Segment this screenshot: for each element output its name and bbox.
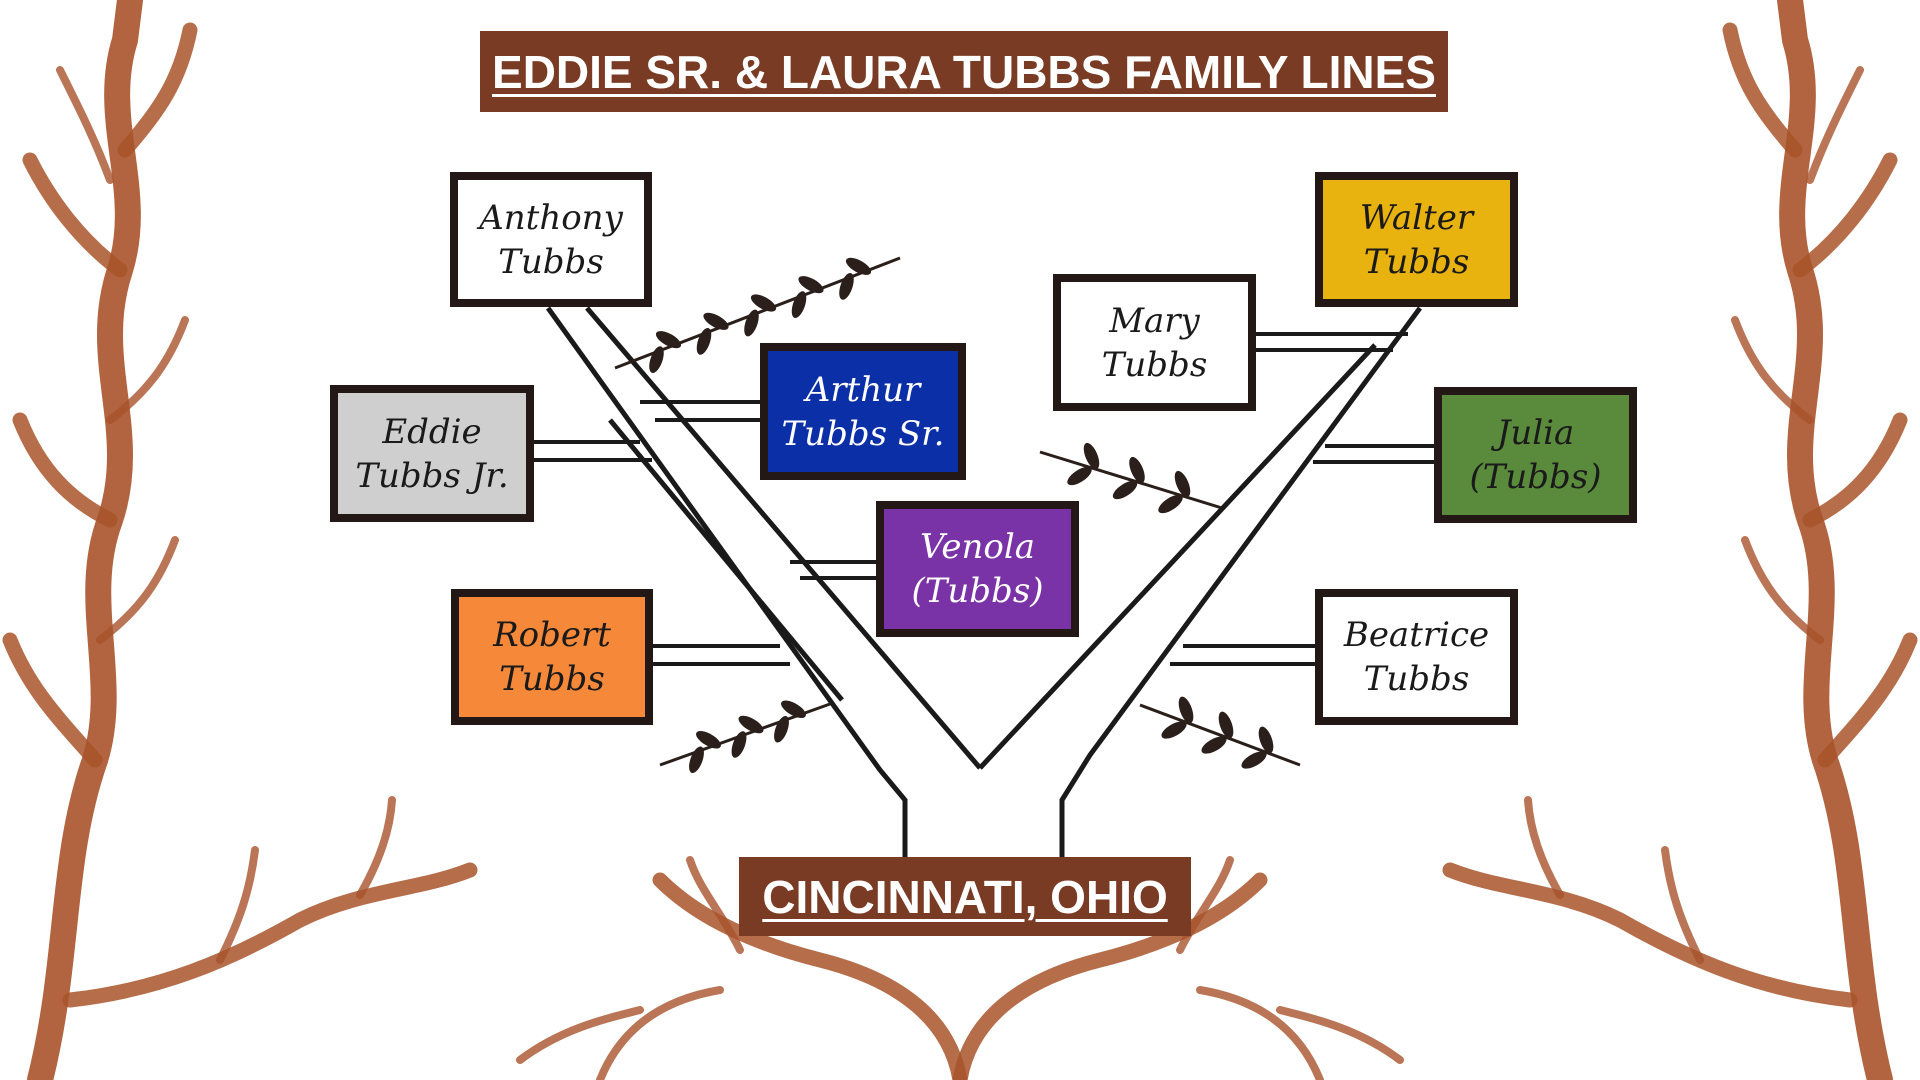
person-name: Walter Tubbs <box>1359 197 1474 282</box>
leaf-icon <box>655 331 682 349</box>
leaf-icon <box>1258 726 1274 754</box>
tree-trunk-lines <box>545 306 1423 857</box>
person-box-eddie-jr: Eddie Tubbs Jr. <box>330 385 534 522</box>
person-box-julia: Julia (Tubbs) <box>1434 387 1637 523</box>
leaf-icon <box>1083 442 1100 470</box>
leaf-icon <box>696 730 721 749</box>
root-branch-decoration <box>516 856 1404 1080</box>
leaf-icon <box>1129 456 1145 484</box>
leaf-icon <box>744 309 759 337</box>
diagram-title-banner: EDDIE SR. & LAURA TUBBS FAMILY LINES <box>480 31 1448 112</box>
left-branch-decoration <box>2 0 478 1080</box>
leaf-sprigs <box>614 256 1301 774</box>
person-box-mary: Mary Tubbs <box>1053 274 1256 411</box>
branch-connectors <box>528 332 1434 666</box>
location-banner: CINCINNATI, OHIO <box>739 857 1191 936</box>
person-box-anthony: Anthony Tubbs <box>450 172 652 307</box>
leaf-icon <box>1067 466 1092 486</box>
leaf-icon <box>791 291 807 319</box>
person-name: Anthony Tubbs <box>479 197 623 282</box>
leaf-icon <box>1174 470 1191 498</box>
person-name: Arthur Tubbs Sr. <box>781 369 945 454</box>
leaf-icon <box>689 746 704 774</box>
diagram-title: EDDIE SR. & LAURA TUBBS FAMILY LINES <box>492 45 1436 98</box>
leaf-icon <box>1218 711 1234 739</box>
leaf-icon <box>1201 736 1227 754</box>
leaf-icon <box>649 346 664 374</box>
right-branch-decoration <box>1442 0 1918 1080</box>
leaf-icon <box>731 731 747 758</box>
leaf-icon <box>1241 751 1267 769</box>
person-box-beatrice: Beatrice Tubbs <box>1315 589 1518 725</box>
leaf-icon <box>845 257 872 275</box>
person-name: Venola (Tubbs) <box>911 527 1044 611</box>
person-name: Robert Tubbs <box>493 615 611 699</box>
person-name: Mary Tubbs <box>1101 300 1208 385</box>
person-name: Beatrice Tubbs <box>1343 615 1490 699</box>
location-label: CINCINNATI, OHIO <box>762 870 1168 923</box>
leaf-icon <box>750 294 777 312</box>
person-name: Julia (Tubbs) <box>1469 413 1602 497</box>
leaf-icon <box>738 715 764 734</box>
leaf-icon <box>839 272 854 300</box>
person-box-walter: Walter Tubbs <box>1315 172 1518 307</box>
leaf-icon <box>798 276 824 294</box>
leaf-icon <box>1112 480 1138 500</box>
leaf-icon <box>696 327 712 355</box>
leaf-icon <box>703 312 729 330</box>
person-box-arthur-sr: Arthur Tubbs Sr. <box>760 343 966 480</box>
person-box-robert: Robert Tubbs <box>451 589 653 725</box>
leaf-icon <box>774 715 789 743</box>
leaf-icon <box>781 700 806 719</box>
leaf-sprig-decoration <box>1039 442 1223 514</box>
leaf-sprig-decoration <box>1139 696 1301 769</box>
person-name: Eddie Tubbs Jr. <box>355 411 509 496</box>
leaf-sprig-decoration <box>614 256 901 374</box>
leaf-sprig-decoration <box>659 700 831 774</box>
person-box-venola: Venola (Tubbs) <box>876 501 1079 637</box>
leaf-icon <box>1178 696 1194 724</box>
leaf-icon <box>1158 494 1183 514</box>
leaf-icon <box>1161 721 1187 739</box>
